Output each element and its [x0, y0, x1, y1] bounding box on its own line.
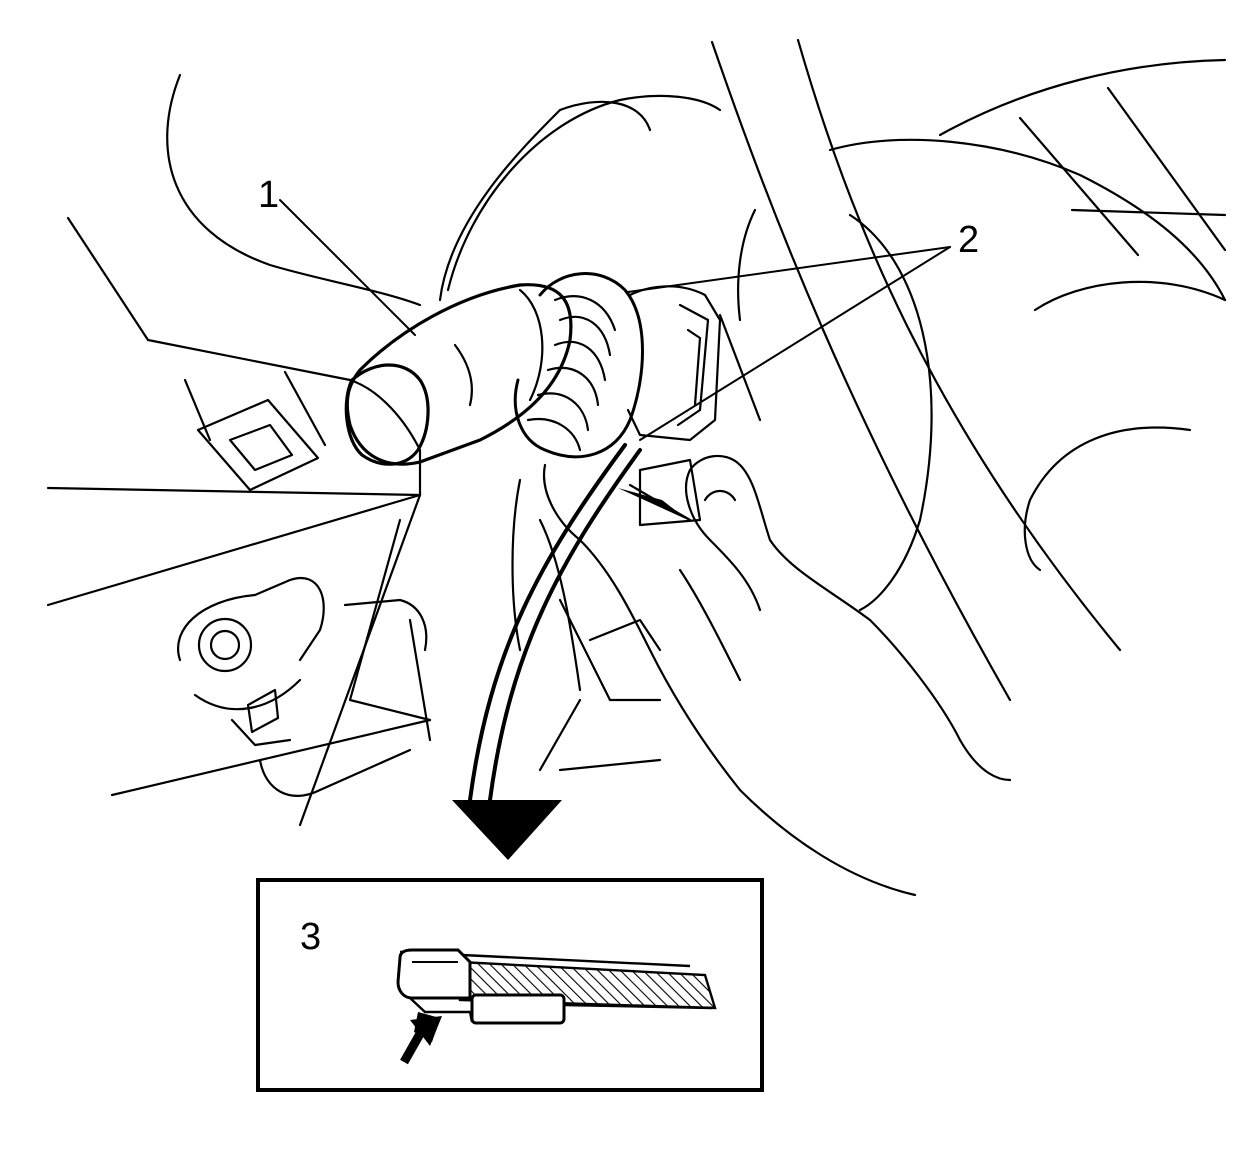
connector-tab [470, 993, 566, 1025]
lever-boot [513, 272, 644, 459]
lower-column-housing [511, 478, 662, 772]
detail-arrowhead [452, 800, 562, 860]
switch-housing [626, 285, 762, 442]
leader-line-2b [639, 246, 951, 441]
callout-3: 3 [300, 916, 322, 958]
press-arrowhead [618, 488, 688, 520]
callout-1: 1 [258, 174, 280, 216]
latch-tab [396, 948, 472, 1000]
detail-arrow [468, 443, 642, 802]
multifunction-lever [344, 283, 573, 466]
steering-wheel-rim [710, 38, 1227, 702]
leader-line-2a [627, 246, 951, 293]
detail-inset [256, 878, 764, 1092]
callout-2: 2 [958, 219, 980, 261]
square-fitting [183, 370, 327, 492]
column-shroud [46, 73, 722, 827]
leader-lines [279, 199, 951, 967]
bolt-bracket [177, 577, 432, 797]
leader-line-1 [279, 199, 416, 336]
